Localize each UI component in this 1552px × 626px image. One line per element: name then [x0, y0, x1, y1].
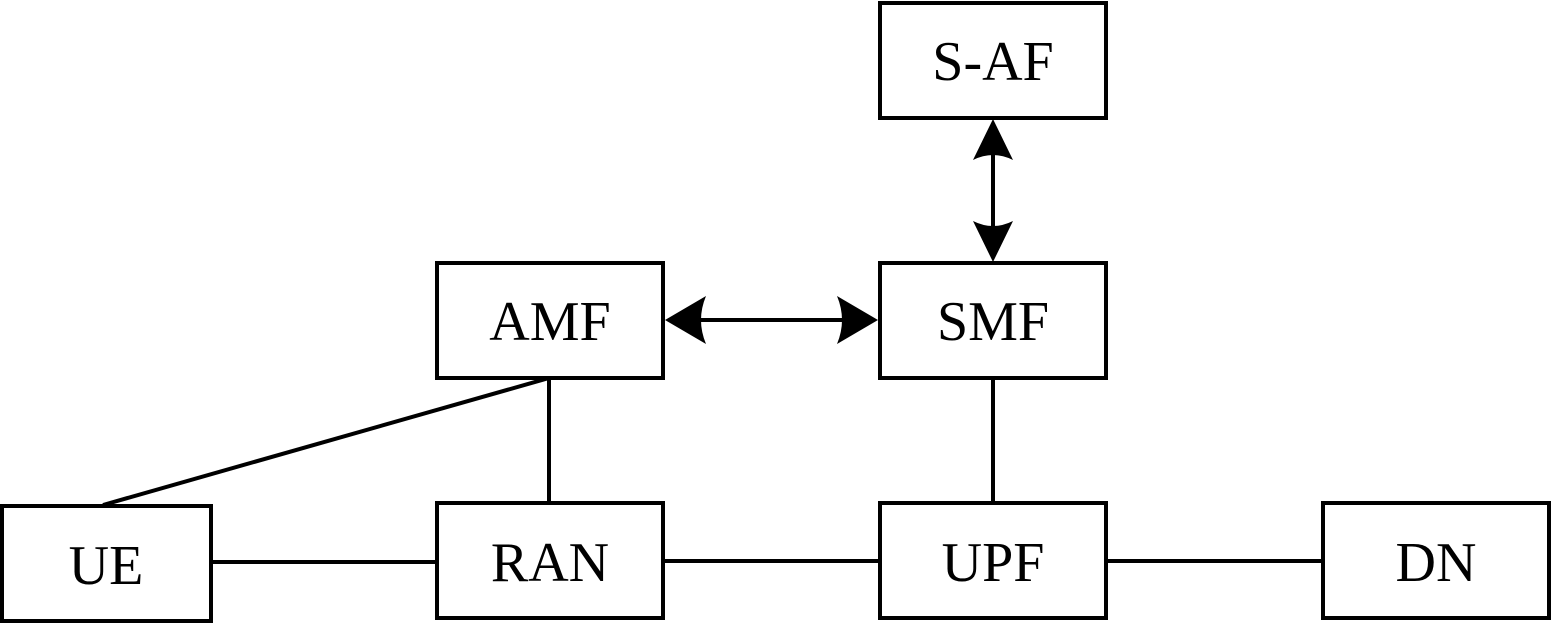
- node-amf-label: AMF: [489, 291, 610, 353]
- node-ran-box: [435, 501, 665, 620]
- node-ue: UE: [0, 504, 213, 623]
- node-upf: UPF: [878, 501, 1108, 620]
- node-upf-box: [878, 501, 1108, 620]
- node-upf-label: UPF: [942, 532, 1045, 594]
- node-dn-box: [1321, 501, 1551, 620]
- node-saf-label: S-AF: [932, 31, 1053, 93]
- link-ue-amf: [102, 376, 550, 507]
- arrowhead-down: [973, 221, 1013, 262]
- arrowhead-right: [837, 296, 878, 344]
- node-dn: DN: [1321, 501, 1551, 620]
- node-amf-box: [435, 261, 665, 380]
- arrowhead-left: [665, 296, 706, 344]
- arrow-amf-smf: [665, 296, 878, 344]
- arrowhead-up: [973, 119, 1013, 160]
- node-saf: S-AF: [878, 1, 1108, 120]
- node-smf: SMF: [878, 261, 1108, 380]
- node-saf-box: [878, 1, 1108, 120]
- node-ue-label: UE: [69, 535, 144, 597]
- node-ran: RAN: [435, 501, 665, 620]
- node-amf: AMF: [435, 261, 665, 380]
- node-dn-label: DN: [1396, 532, 1477, 594]
- node-ue-box: [0, 504, 213, 623]
- node-smf-label: SMF: [937, 291, 1049, 353]
- arrow-saf-smf: [973, 119, 1013, 262]
- node-smf-box: [878, 261, 1108, 380]
- node-ran-label: RAN: [491, 532, 609, 594]
